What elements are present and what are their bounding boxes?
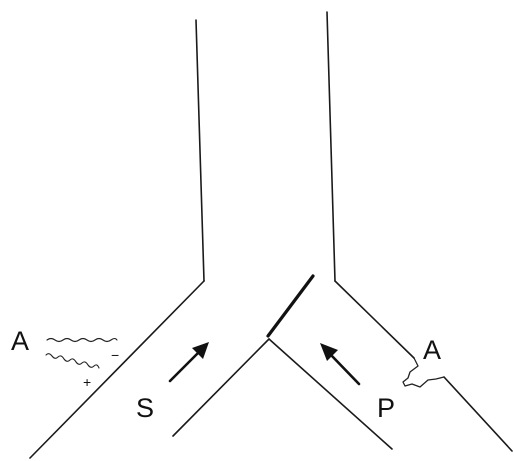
label-minus-sign: − xyxy=(111,347,119,363)
septum-right-wall xyxy=(268,338,393,450)
upper-right-wall xyxy=(326,11,336,282)
septum-left-wall xyxy=(172,338,270,437)
upper-left-wall xyxy=(195,19,205,282)
left-outer-wall xyxy=(29,280,205,459)
valve-flap xyxy=(266,274,315,338)
label-plus-sign: + xyxy=(83,374,91,390)
arrow-p-shaft xyxy=(329,353,361,386)
wavy-lead-negative xyxy=(46,337,118,343)
label-left-atrium: A xyxy=(11,326,29,356)
right-outer-wall-upper xyxy=(334,280,415,359)
label-right-atrium: A xyxy=(423,335,441,365)
right-outer-wall-lower xyxy=(443,376,513,452)
arrow-p-head xyxy=(320,343,338,361)
label-secondary-flow: S xyxy=(136,393,154,423)
wavy-lead-positive xyxy=(45,353,100,369)
arrow-s-head xyxy=(192,342,209,359)
arrow-s-shaft xyxy=(168,350,201,383)
torn-wall-edge xyxy=(402,357,445,388)
label-primary-flow: P xyxy=(377,393,395,423)
